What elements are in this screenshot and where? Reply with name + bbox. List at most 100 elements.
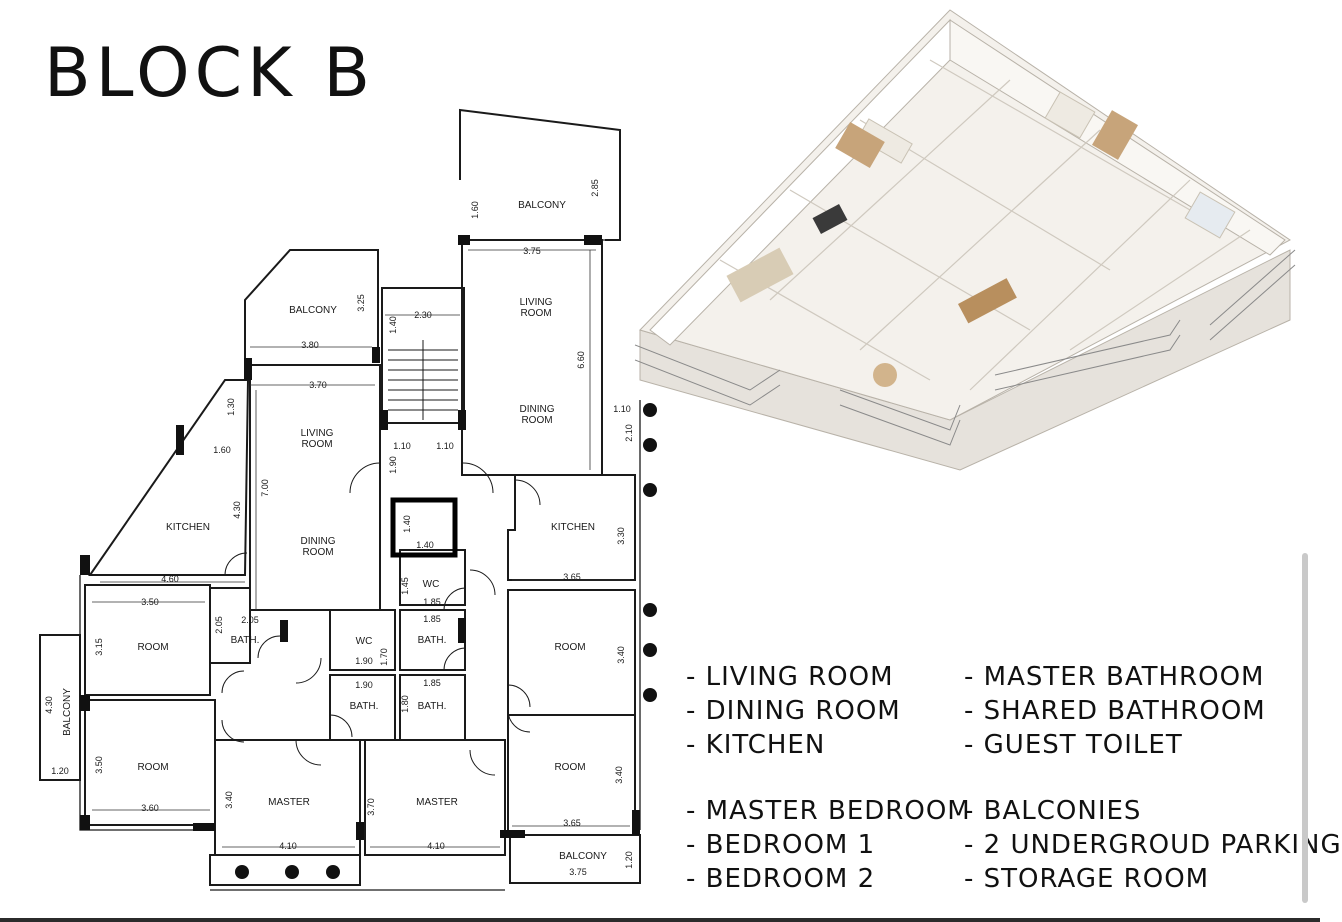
- dimension-label: 1.40: [388, 316, 398, 334]
- dimension-label: 3.40: [614, 766, 624, 784]
- bath-left-outline: [209, 587, 251, 664]
- dimension-label: 1.30: [226, 398, 236, 416]
- room-label-master-right: MASTER: [416, 797, 458, 808]
- feature-item: - KITCHEN: [686, 730, 826, 760]
- dimension-label: 1.60: [213, 445, 231, 455]
- kitchen-left-outline: [88, 379, 250, 576]
- room-label-balcony-top-left: BALCONY: [289, 305, 337, 316]
- bath-center-lower-right-outline: [399, 674, 466, 741]
- balcony-bottom-left-outline: [209, 854, 361, 886]
- feature-item: - SHARED BATHROOM: [964, 696, 1266, 726]
- dimension-label: 2.05: [214, 616, 224, 634]
- dimension-label: 1.90: [388, 456, 398, 474]
- dimension-label: 1.45: [400, 577, 410, 595]
- dimension-label: 3.60: [141, 803, 159, 813]
- door-swings: [221, 462, 541, 776]
- dimension-label: 3.25: [356, 294, 366, 312]
- dimension-label: 3.40: [616, 646, 626, 664]
- dimension-label: 4.30: [44, 696, 54, 714]
- dimension-label: 2.30: [414, 310, 432, 320]
- feature-item: - DINING ROOM: [686, 696, 901, 726]
- room-label-wc-right: WC: [423, 579, 440, 590]
- dimension-label: 3.75: [523, 246, 541, 256]
- dimension-label: 1.60: [470, 201, 480, 219]
- dimension-label: 3.50: [94, 756, 104, 774]
- dimension-label: 3.70: [309, 380, 327, 390]
- dimension-label: 1.10: [393, 441, 411, 451]
- scrollbar[interactable]: [1302, 553, 1308, 903]
- dimension-lines: [92, 249, 630, 848]
- feature-item: - GUEST TOILET: [964, 730, 1183, 760]
- feature-item: - LIVING ROOM: [686, 662, 894, 692]
- wc-right-outline: [399, 549, 466, 606]
- dimension-label: 4.60: [161, 574, 179, 584]
- render-floor: [639, 9, 1291, 421]
- dimension-label: 3.50: [141, 597, 159, 607]
- dimension-label: 4.10: [279, 841, 297, 851]
- dimension-label: 3.80: [301, 340, 319, 350]
- render-railings: [634, 249, 1296, 446]
- room-label-room-left-lower: ROOM: [137, 762, 168, 773]
- room-label-bath-center-lower-right: BATH.: [418, 701, 447, 712]
- dimension-label: 2.10: [624, 424, 634, 442]
- dimension-labels: 1.60 2.85 3.75 3.25 3.80 2.30 1.40 6.60 3.70 1.30…: [44, 179, 634, 877]
- kitchen-right-outline: [507, 474, 636, 581]
- dimension-label: 1.85: [423, 678, 441, 688]
- dimension-label: 2.05: [241, 615, 259, 625]
- feature-item: - BEDROOM 2: [686, 864, 876, 894]
- room-label-kitchen-right: KITCHEN: [551, 522, 595, 533]
- dimension-label: 7.00: [260, 479, 270, 497]
- feature-item: - MASTER BEDROOM: [686, 796, 971, 826]
- stair-core: [381, 287, 465, 424]
- dimension-label: 4.10: [427, 841, 445, 851]
- dimension-label: 1.70: [379, 648, 389, 666]
- dimension-label: 1.90: [355, 656, 373, 666]
- living-dining-left-outline: [249, 364, 381, 611]
- page-title: BLOCK B: [44, 34, 375, 113]
- dimension-label: 2.85: [590, 179, 600, 197]
- room-label-room-right-lower: ROOM: [554, 762, 585, 773]
- dimension-label: 3.65: [563, 818, 581, 828]
- dimension-label: 3.70: [366, 798, 376, 816]
- dimension-label: 1.20: [51, 766, 69, 776]
- plant-markers: [235, 403, 657, 879]
- room-label-master-left: MASTER: [268, 797, 310, 808]
- dimension-label: 1.40: [416, 540, 434, 550]
- dimension-label: 1.85: [423, 614, 441, 624]
- room-label-room-right-upper: ROOM: [554, 642, 585, 653]
- dimension-label: 1.90: [355, 680, 373, 690]
- room-label-wc-center: WC: [356, 636, 373, 647]
- dimension-label: 4.30: [232, 501, 242, 519]
- balcony-bottom-right-outline: [509, 834, 641, 884]
- dimension-label: 1.10: [613, 404, 631, 414]
- wall-columns: [80, 235, 640, 840]
- balcony-top-center-outline: [459, 108, 621, 241]
- room-label-balcony-bottom-right: BALCONY: [559, 851, 607, 862]
- bath-center-lower-left-outline: [329, 674, 396, 741]
- feature-item: - BEDROOM 1: [686, 830, 876, 860]
- dimension-label: 3.75: [569, 867, 587, 877]
- bottom-divider: [0, 918, 1320, 922]
- feature-item: - BALCONIES: [964, 796, 1142, 826]
- room-label-bath-left: BATH.: [231, 635, 260, 646]
- wc-center-outline: [329, 609, 396, 671]
- balcony-top-left-outline: [244, 249, 379, 360]
- dimension-label: 3.30: [616, 527, 626, 545]
- dimension-label: 1.20: [624, 851, 634, 869]
- room-label-bath-center-upper: BATH.: [418, 635, 447, 646]
- room-label-bath-center-lower-left: BATH.: [350, 701, 379, 712]
- isometric-3d-render: [634, 9, 1296, 471]
- render-furniture: [726, 91, 1236, 387]
- feature-item: - STORAGE ROOM: [964, 864, 1210, 894]
- elevator-shaft: [390, 497, 458, 558]
- room-label-balcony-top-center: BALCONY: [518, 200, 566, 211]
- feature-item: - 2 UNDERGROUD PARKING: [964, 830, 1342, 860]
- dimension-label: 6.60: [576, 351, 586, 369]
- dimension-label: 1.10: [436, 441, 454, 451]
- dimension-label: 1.80: [400, 695, 410, 713]
